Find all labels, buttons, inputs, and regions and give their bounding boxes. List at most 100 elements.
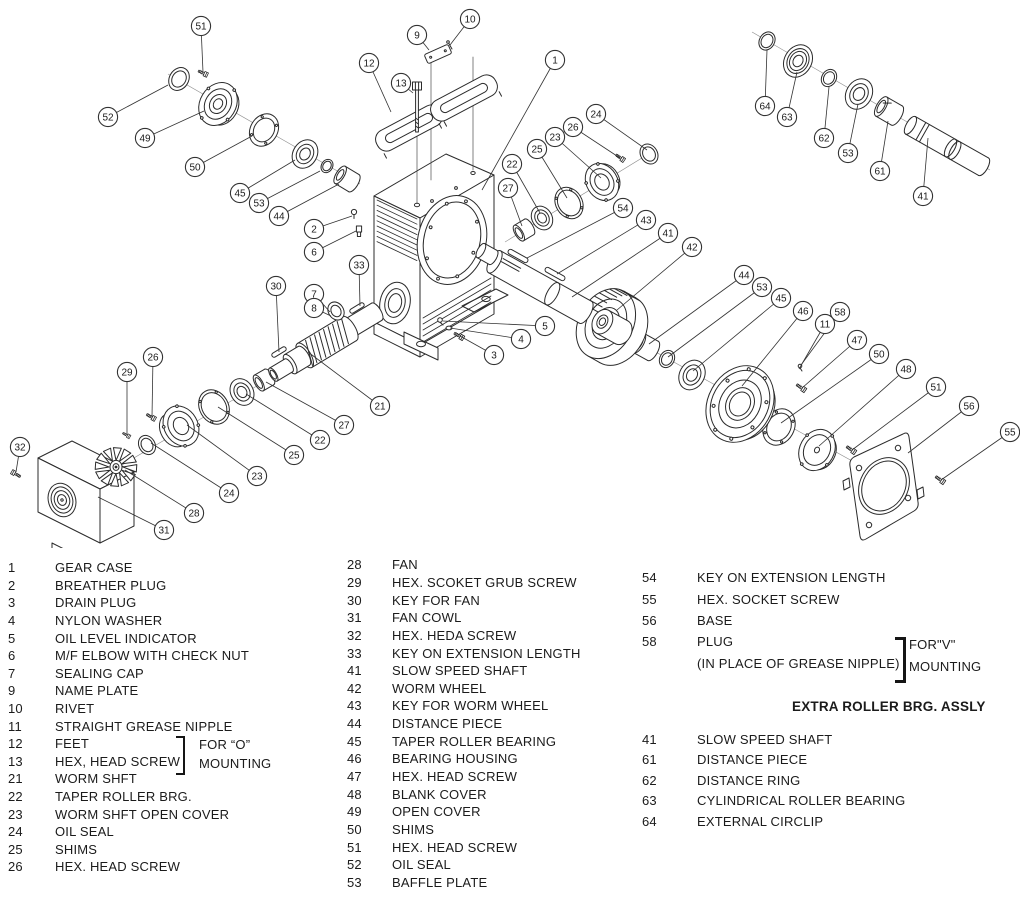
fan: [94, 447, 138, 487]
part-number: 32: [347, 627, 362, 643]
leader-line-24: [595, 113, 648, 151]
balloon-33: 33: [348, 254, 370, 276]
balloon-23: 23: [246, 465, 268, 487]
worm-shaft-open-cover-23: [158, 404, 201, 448]
gear-case: [350, 56, 509, 361]
svg-text:45: 45: [775, 294, 787, 305]
worm-shaft-tip: [268, 358, 294, 382]
cylindrical-roller-bearing-63: [782, 44, 814, 78]
part-number: 62: [642, 772, 657, 788]
part-number: 30: [347, 592, 362, 608]
slow-speed-shaft-41-extra: [903, 115, 991, 177]
balloon-11: 11: [814, 313, 836, 335]
part-label: OIL SEAL: [55, 824, 114, 840]
svg-text:45: 45: [234, 189, 246, 200]
part-label: WORM WHEEL: [392, 680, 487, 696]
balloon-27: 27: [333, 414, 355, 436]
balloon-41: 41: [912, 185, 934, 207]
part-number: 11: [8, 718, 22, 734]
svg-text:25: 25: [288, 451, 300, 462]
svg-text:50: 50: [189, 163, 201, 174]
part-number: 1: [8, 560, 16, 576]
part-number: 7: [8, 665, 16, 681]
part-label: NAME PLATE: [55, 683, 139, 699]
balloon-32: 32: [9, 436, 31, 458]
svg-text:29: 29: [121, 368, 133, 379]
part-label: FEET: [55, 736, 90, 752]
svg-text:10: 10: [464, 15, 476, 26]
part-number: 51: [347, 839, 362, 855]
svg-text:49: 49: [139, 134, 151, 145]
leader-line-50: [194, 135, 253, 168]
leader-line-53: [667, 286, 763, 358]
svg-text:23: 23: [549, 133, 561, 144]
distance-ring-62: [820, 68, 838, 88]
balloon-22: 22: [501, 153, 523, 175]
balloon-31: 31: [153, 519, 175, 541]
part-number: 22: [8, 789, 23, 805]
balloon-46: 46: [792, 300, 814, 322]
part-number: 4: [8, 613, 16, 629]
svg-text:26: 26: [147, 353, 159, 364]
part-label: BLANK COVER: [392, 786, 487, 802]
part-label: SHIMS: [55, 841, 98, 857]
svg-text:62: 62: [818, 134, 830, 145]
leader-line-44: [648, 274, 745, 345]
leader-line-45: [692, 297, 782, 372]
leader-line-30: [275, 285, 280, 353]
part-number: 33: [347, 645, 362, 661]
leader-line-5: [442, 320, 546, 327]
base-plate: [842, 432, 925, 541]
name-plate: [424, 44, 452, 64]
part-number: 28: [347, 557, 362, 573]
taper-roller-bearing-45: [291, 139, 319, 169]
part-label: RIVET: [55, 701, 95, 717]
leader-line-23: [554, 136, 602, 179]
leader-line-31: [97, 496, 165, 531]
taper-roller-brg-22-fan: [229, 378, 255, 406]
svg-text:1: 1: [552, 56, 558, 67]
leader-line-21: [307, 351, 381, 407]
part-number: 53: [347, 874, 362, 890]
part-number: 44: [347, 716, 362, 732]
leader-line-4: [449, 327, 522, 340]
balloon-24: 24: [585, 103, 607, 125]
part-label: DISTANCE PIECE: [697, 752, 808, 768]
leader-line-46: [741, 310, 804, 387]
svg-text:33: 33: [353, 261, 365, 272]
part-label: DISTANCE RING: [697, 772, 801, 788]
mounting-bracket-1: [176, 736, 185, 775]
shims-25-fan: [198, 389, 230, 425]
part-number: 31: [347, 610, 362, 626]
balloon-26: 26: [142, 346, 164, 368]
gearbox-exploded-diagram: 5152495045534426121391012426232522275443…: [9, 8, 1020, 548]
bearing-housing-46: [705, 365, 776, 443]
balloon-42: 42: [681, 236, 703, 258]
balloon-25: 25: [283, 444, 305, 466]
part-number: 63: [642, 793, 657, 809]
balloon-64: 64: [754, 95, 776, 117]
leader-line-25: [217, 406, 295, 456]
leader-line-43: [556, 219, 647, 275]
part-label: OPEN COVER: [392, 804, 481, 820]
external-circlip-64: [758, 31, 776, 51]
bearing-53-extra: [844, 78, 874, 110]
balloon-27: 27: [497, 177, 519, 199]
svg-text:12: 12: [363, 59, 375, 70]
balloon-53: 53: [751, 276, 773, 298]
leader-line-45: [239, 159, 296, 194]
taper-roller-brg-22: [530, 205, 554, 231]
part-label: GEAR CASE: [55, 560, 133, 576]
